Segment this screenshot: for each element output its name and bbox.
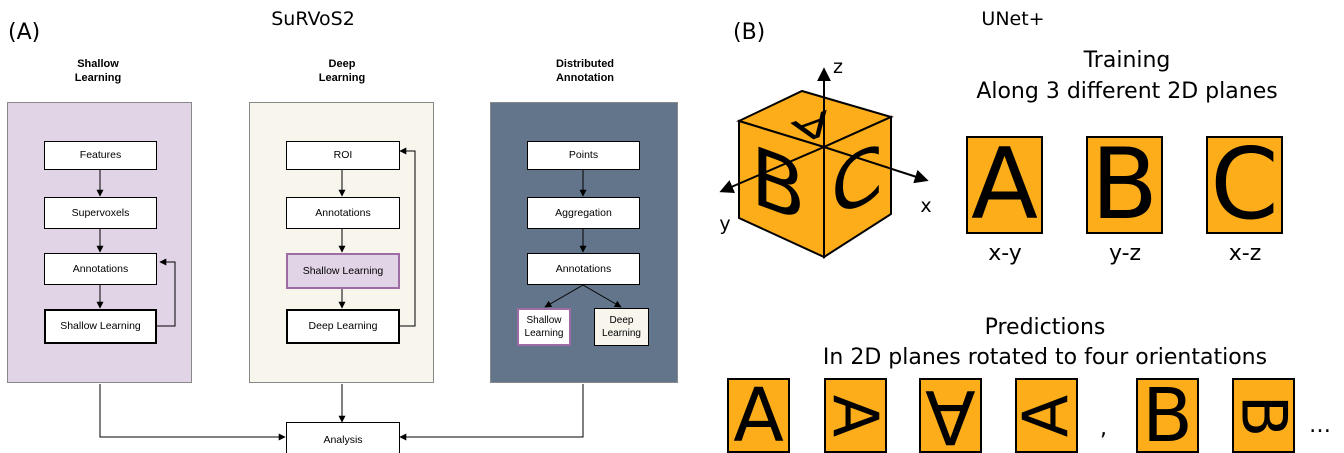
prediction-tile: A [919, 378, 982, 453]
prediction-tile-letter: B [1142, 378, 1193, 453]
abc-cube-diagram: A B C z x y [719, 58, 932, 259]
shallow-supervoxels-box: Supervoxels [44, 197, 157, 229]
panel-a-title: SuRVoS2 [271, 8, 355, 30]
shallow-annotations-box: Annotations [44, 253, 157, 285]
axis-x-label: x [920, 195, 931, 217]
analysis-box: Analysis [286, 422, 400, 453]
prediction-tile-letter: B [1234, 394, 1293, 437]
cube-letter-left: B [751, 129, 806, 242]
distributed-points-box: Points [527, 141, 640, 170]
prediction-tile: B [1232, 378, 1295, 453]
distributed-deep-learning-box: Deep Learning [594, 308, 649, 346]
prediction-ellipsis: … [1309, 413, 1331, 438]
deep-shallow-learning-box: Shallow Learning [286, 253, 400, 289]
connector-lines [96, 147, 622, 441]
training-tile-xy: A [966, 136, 1043, 234]
prediction-tile: A [1015, 378, 1078, 453]
prediction-tile-letter: A [925, 378, 976, 453]
training-tile-letter: A [970, 136, 1039, 234]
training-subtitle: Along 3 different 2D planes [976, 79, 1278, 104]
panel-a-label: (A) [8, 20, 41, 45]
axis-y-label: y [719, 213, 730, 235]
training-tile-xz: C [1206, 136, 1283, 234]
training-tile-label: x-z [1228, 241, 1262, 266]
distributed-annotation-header: Distributed Annotation [555, 58, 615, 84]
deep-annotations-box: Annotations [286, 197, 400, 229]
training-tile-label: y-z [1108, 241, 1142, 266]
deep-roi-box: ROI [286, 141, 400, 170]
training-tile-letter: B [1090, 136, 1159, 234]
prediction-tile: A [824, 378, 887, 453]
prediction-tile-letter: A [733, 378, 784, 453]
training-tile-label: x-y [988, 241, 1022, 266]
prediction-tile-letter: A [1017, 394, 1076, 436]
shallow-learning-header: Shallow Learning [74, 58, 122, 84]
deep-learning-header: Deep Learning [318, 58, 366, 84]
axis-z-label: z [833, 58, 843, 78]
distributed-aggregation-box: Aggregation [527, 197, 640, 229]
prediction-tile: A [727, 378, 790, 453]
training-tile-yz: B [1086, 136, 1163, 234]
distributed-annotations-box: Annotations [527, 253, 640, 285]
panel-b-label: (B) [733, 20, 766, 45]
prediction-tile-letter: A [826, 394, 885, 436]
distributed-shallow-learning-box: Shallow Learning [517, 308, 571, 346]
training-tile-letter: C [1210, 136, 1279, 234]
shallow-features-box: Features [44, 141, 157, 170]
predictions-subtitle: In 2D planes rotated to four orientation… [822, 345, 1268, 370]
training-title: Training [1083, 48, 1171, 73]
deep-learning-box: Deep Learning [286, 309, 400, 344]
panel-b-title: UNet+ [981, 8, 1045, 30]
prediction-separator: , [1100, 416, 1107, 441]
prediction-tile: B [1136, 378, 1199, 453]
predictions-title: Predictions [984, 315, 1106, 340]
shallow-learning-box: Shallow Learning [44, 309, 157, 344]
